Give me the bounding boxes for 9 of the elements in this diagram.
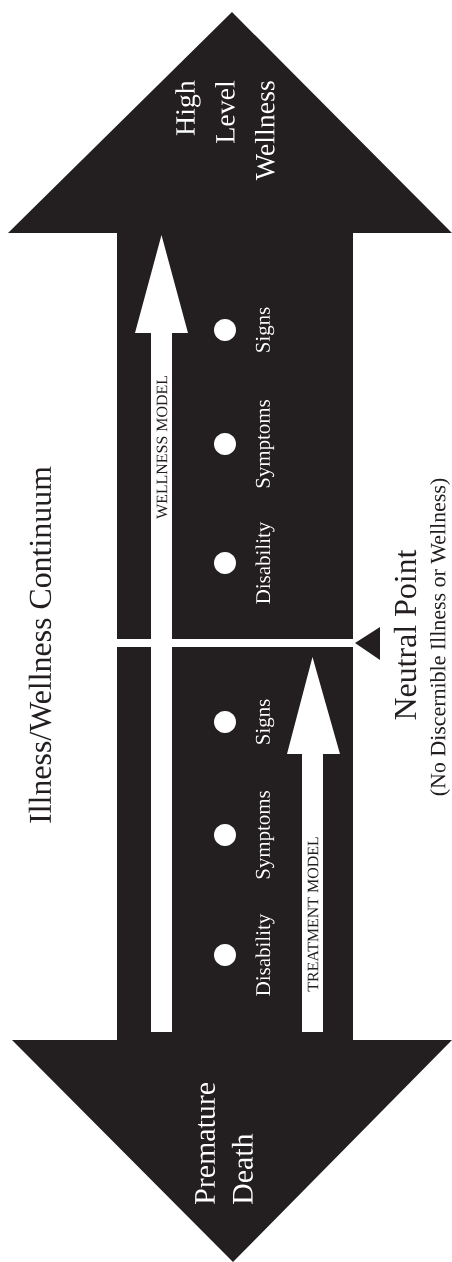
dot-label: Signs [255, 699, 275, 744]
dot-label: Disability [255, 913, 275, 996]
dot-label: Signs [255, 307, 275, 352]
dot-label: Symptoms [255, 791, 275, 879]
dot-label: Disability [255, 521, 275, 604]
dot-label: Symptoms [255, 400, 275, 488]
neutral-point-note: (No Discernible Illness or Wellness) [430, 478, 450, 796]
neutral-point-label: Neutral Point [393, 549, 417, 720]
title: Illness/Wellness Continuum [28, 466, 52, 823]
